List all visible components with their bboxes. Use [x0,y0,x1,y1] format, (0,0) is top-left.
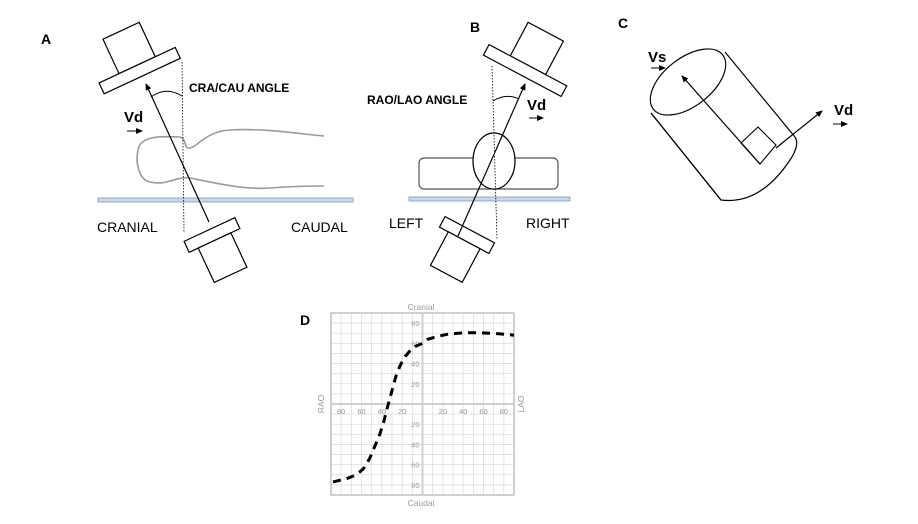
panel-c-label: C [618,15,628,31]
x-tick-label: 60 [479,407,487,416]
y-tick-label: 80 [411,319,419,328]
y-tick-label: 40 [411,360,419,369]
y-tick-label: 40 [411,440,419,449]
patient-table-b [408,196,571,202]
cranial-label: CRANIAL [97,219,158,235]
panel-c: C Vs Vd [618,15,853,202]
vd-label-c: Vd [834,102,853,119]
x-tick-label: 40 [459,407,467,416]
cylinder-side-right [724,51,796,138]
y-tick-label: 60 [411,461,419,470]
lower-xray-tube [183,216,248,284]
cranial-axis-label: Cranial [408,302,435,312]
cra-cau-angle-label: CRA/CAU ANGLE [189,81,289,95]
cylinder-bottom-ellipse [650,112,798,202]
upper-detector [98,21,182,95]
panel-b: B RAO/LAO ANGLE Vd LEFT RIGHT [367,19,571,284]
series-line [332,331,515,484]
lao-axis-label: LAO [516,395,526,412]
y-tick-label: 80 [411,481,419,490]
patient-body-outline [136,128,325,190]
beam-vector-arrow-b [457,83,526,237]
chart-series [332,331,515,484]
x-tick-label: 20 [398,407,406,416]
caudal-axis-label: Caudal [408,498,435,508]
x-tick-label: 60 [357,407,365,416]
patient-table [97,197,354,203]
panel-b-label: B [470,19,480,35]
detector-vector-arrow [775,110,823,149]
vs-label: Vs [648,49,666,66]
vertical-reference-line [181,61,185,233]
y-tick-label: 20 [411,380,419,389]
right-label: RIGHT [526,215,570,231]
x-tick-label: 20 [439,407,447,416]
lower-xray-tube-b [429,215,496,284]
upper-detector-b [482,21,568,98]
cylinder-top-ellipse [649,48,727,116]
chart-tick-labels: 80 60 40 20 20 40 60 80 80 60 40 20 20 40 60 80 [337,319,508,490]
y-tick-label: 20 [411,420,419,429]
angle-arc [150,90,183,98]
left-label: LEFT [389,215,424,231]
lower-tube-housing [197,232,248,284]
lower-tube-b-housing [429,231,481,284]
angle-arc-b [492,95,520,102]
x-tick-label: 80 [500,407,508,416]
caudal-label: CAUDAL [291,219,348,235]
panel-d-label: D [300,312,310,328]
panel-d: D 80 60 40 20 20 40 60 80 80 60 40 20 20 40 60 80 Crani… [300,302,526,508]
rao-axis-label: RAO [316,394,326,413]
upper-detector-b-plate [482,43,568,98]
x-tick-label: 40 [378,407,386,416]
chart-axes [330,312,515,496]
x-tick-label: 80 [337,407,345,416]
panel-a-label: A [41,31,51,47]
y-tick-label: 60 [411,339,419,348]
beam-vector-arrow [145,83,210,223]
right-angle-marker [740,126,777,165]
vd-label-a: Vd [124,109,143,126]
vd-label-b: Vd [527,97,546,114]
rao-lao-angle-label: RAO/LAO ANGLE [367,93,467,107]
upper-detector-plate [98,46,182,95]
panel-a: A CRA/CAU ANGLE Vd CRANIAL CAUDAL [41,21,354,284]
